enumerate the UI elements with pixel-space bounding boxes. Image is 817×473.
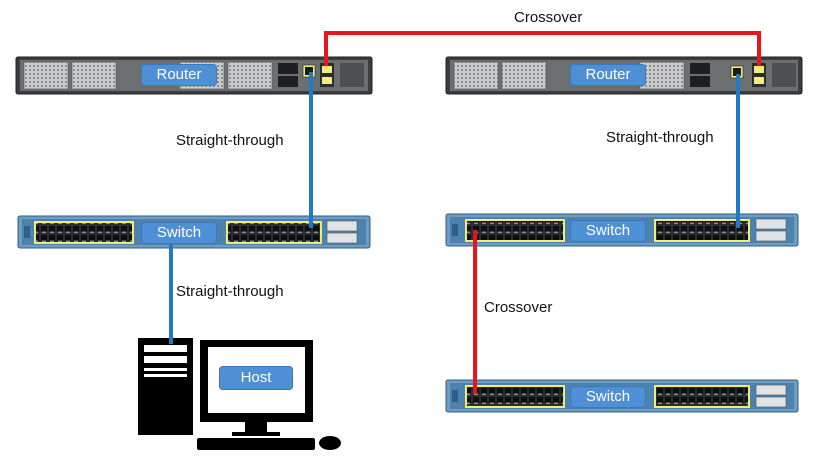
- host-computer: [138, 338, 341, 450]
- router-right-label: Router: [570, 64, 646, 86]
- host-label: Host: [219, 366, 293, 390]
- cable-router-router: [324, 31, 761, 66]
- cable-label-router-switch-right: Straight-through: [606, 129, 714, 146]
- switch-left-label: Switch: [141, 222, 217, 244]
- router-left-label: Router: [141, 64, 217, 86]
- cable-label-switch-host: Straight-through: [176, 283, 284, 300]
- switch-right-top-label: Switch: [570, 220, 646, 242]
- switch-right-bottom-label: Switch: [570, 386, 646, 408]
- cable-label-router-router: Crossover: [514, 9, 583, 26]
- cable-label-router-switch-left: Straight-through: [176, 132, 284, 149]
- cable-label-switch-switch: Crossover: [484, 299, 553, 316]
